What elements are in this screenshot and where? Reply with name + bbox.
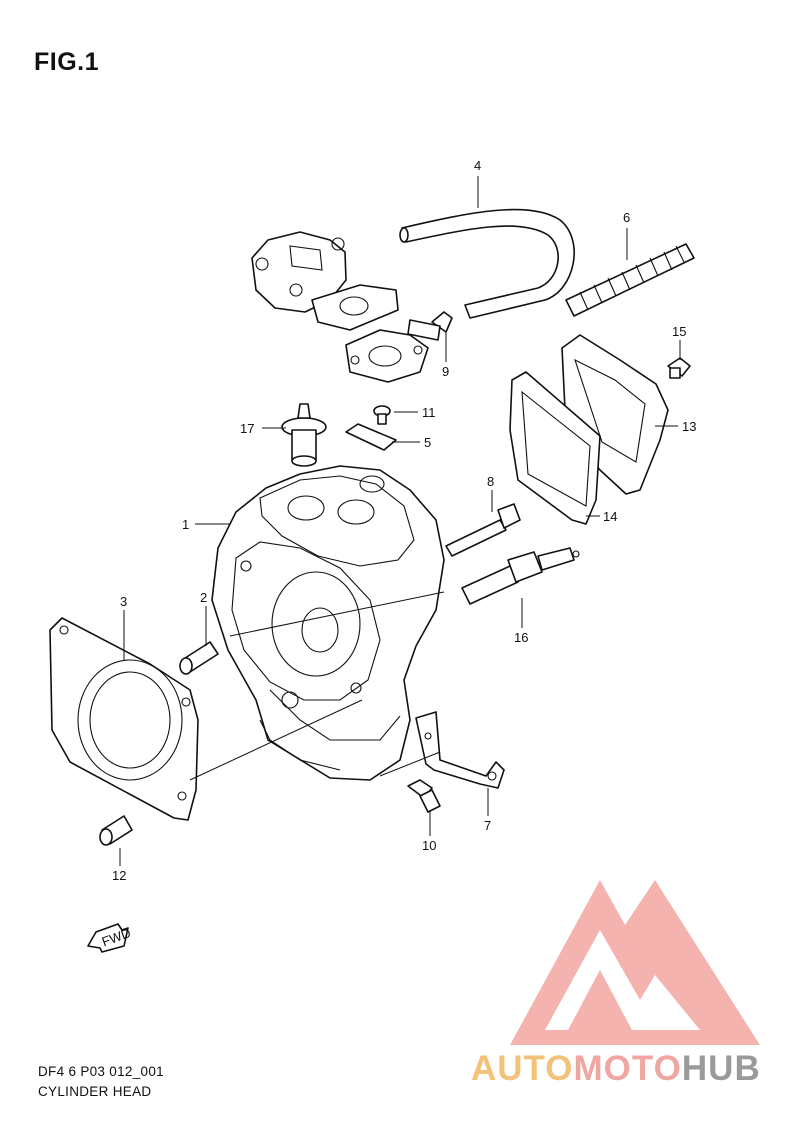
callout-9: 9 — [442, 364, 449, 379]
callout-14: 14 — [603, 509, 617, 524]
watermark-moto: MOTO — [573, 1049, 682, 1088]
callout-12: 12 — [112, 868, 126, 883]
figure-name: CYLINDER HEAD — [38, 1084, 152, 1099]
thermostat-part — [281, 403, 327, 467]
callout-2: 2 — [200, 590, 207, 605]
figure-code: DF4 6 P03 012_001 — [38, 1064, 164, 1079]
cover-gasket-part — [509, 371, 601, 525]
cylinder-head-part — [211, 465, 445, 781]
callout-13: 13 — [682, 419, 696, 434]
watermark-logo-icon — [510, 880, 760, 1045]
callout-1: 1 — [182, 517, 189, 532]
dowel-pin-part — [179, 641, 219, 675]
callout-6: 6 — [623, 210, 630, 225]
callout-15: 15 — [672, 324, 686, 339]
callout-4: 4 — [474, 158, 481, 173]
watermark-text: AUTOMOTOHUB — [471, 1049, 761, 1089]
bracket-part — [415, 711, 505, 789]
bolt-part — [667, 357, 691, 379]
callout-5: 5 — [424, 435, 431, 450]
spark-plug-part — [461, 547, 580, 605]
callout-10: 10 — [422, 838, 436, 853]
callout-7: 7 — [484, 818, 491, 833]
callout-11: 11 — [422, 405, 436, 420]
callout-17: 17 — [240, 421, 254, 436]
callout-16: 16 — [514, 630, 528, 645]
callout-8: 8 — [487, 474, 494, 489]
bolt-10-part — [407, 779, 441, 813]
callout-3: 3 — [120, 594, 127, 609]
stud-bolt-part — [445, 503, 521, 557]
screw-part — [373, 405, 391, 425]
figure-caption: DF4 6 P03 012_001 CYLINDER HEAD — [38, 1062, 164, 1102]
figure-title: FIG.1 — [34, 48, 100, 76]
head-gasket-part — [49, 617, 199, 821]
plate-part — [345, 423, 397, 451]
watermark-hub: HUB — [681, 1049, 761, 1088]
leader-lines — [119, 176, 681, 866]
water-outlet-cover-part — [251, 231, 399, 331]
watermark-auto: AUTO — [471, 1049, 574, 1088]
clamp-gasket-part — [345, 311, 453, 383]
forward-arrow-icon — [87, 923, 129, 953]
dowel-part — [99, 815, 133, 846]
spiral-sleeve-part — [565, 243, 695, 317]
hose-part — [399, 208, 575, 319]
